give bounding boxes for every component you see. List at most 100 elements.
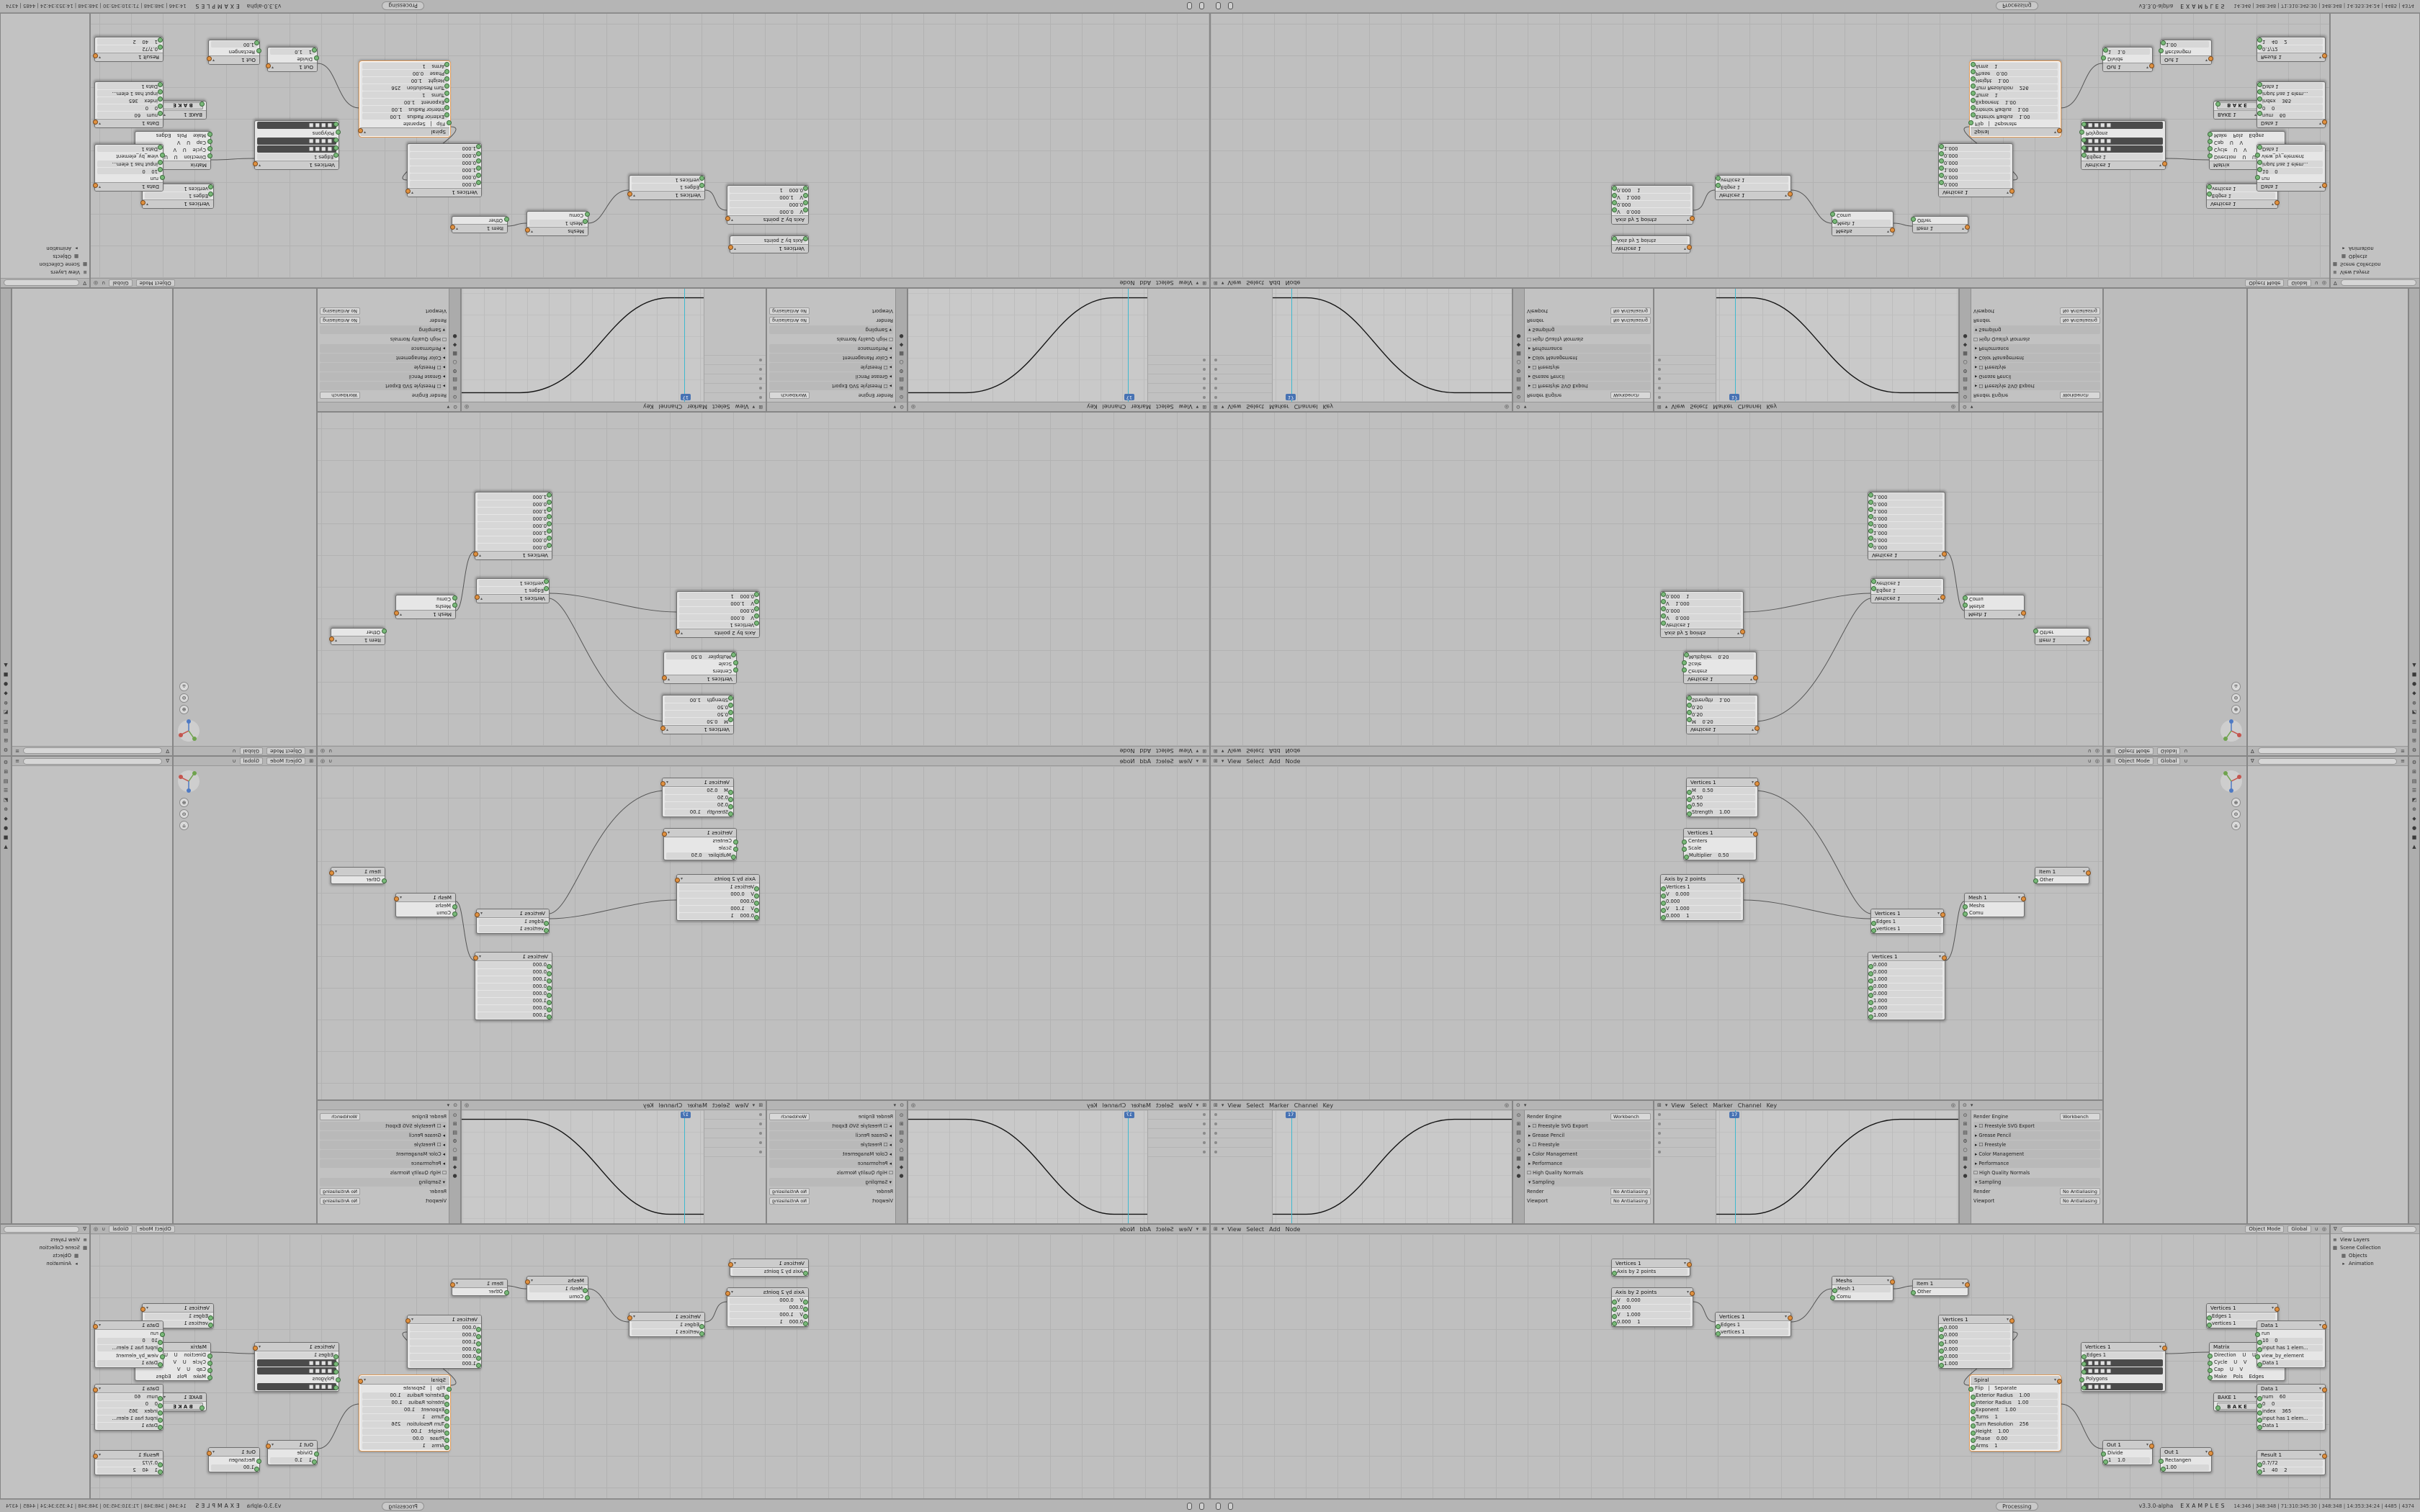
outliner-row[interactable]: ▦ Scene Collection <box>2332 261 2418 269</box>
node-row[interactable]: 0.000 <box>1868 991 1942 998</box>
channel-row[interactable] <box>1148 364 1209 374</box>
channel-row[interactable] <box>1148 1129 1209 1138</box>
editor-type-icon[interactable]: ⊞ <box>1214 757 1218 764</box>
properties-tab-icon[interactable]: ▤ <box>1516 1130 1521 1135</box>
property-value[interactable]: No Antialiasing <box>2059 307 2100 315</box>
chevron-down-icon[interactable]: ▾ <box>1196 1102 1199 1108</box>
menu-icon[interactable]: ≡ <box>15 748 19 755</box>
orientation-select[interactable]: Global <box>2156 747 2181 755</box>
node[interactable]: Result 1 0.7/721 40 2 <box>2257 1450 2327 1475</box>
property-value[interactable]: Workbench <box>320 1113 360 1120</box>
node-row[interactable]: 0.000 <box>1939 1346 2010 1354</box>
property-value[interactable]: Workbench <box>2060 1113 2100 1120</box>
node-row[interactable]: B A K E <box>2215 1403 2257 1410</box>
outliner-row[interactable]: ≣ View Layers <box>2332 1236 2418 1243</box>
node-row[interactable]: Direction U U <box>2208 1351 2285 1359</box>
property-value[interactable]: No Antialiasing <box>1610 1197 1651 1205</box>
property-row[interactable]: Freestyle <box>1527 1140 1651 1149</box>
channel-row[interactable] <box>1654 374 1716 383</box>
property-row[interactable]: Render Engine Workbench <box>1973 391 2100 400</box>
node-row[interactable]: 0.000 <box>1612 1305 1690 1312</box>
node[interactable]: BAKE 1 B A K E <box>2213 1392 2262 1411</box>
node[interactable]: Vertices 1 Edges 1■ ■ ■ ■■ ■ ■ ■Polygons… <box>2079 1342 2167 1392</box>
property-row[interactable]: Viewport No Antialiasing <box>1527 1197 1651 1205</box>
node-row[interactable]: 0.000 <box>1868 969 1942 976</box>
viewport-button[interactable]: ⊖ <box>2231 693 2241 703</box>
property-row[interactable]: Viewport No Antialiasing <box>769 307 893 315</box>
node-title[interactable]: Vertices 1 <box>1939 1315 2012 1324</box>
property-row[interactable]: Color Management <box>1973 354 2100 362</box>
node-row[interactable]: vertices 1 <box>1716 1329 1788 1336</box>
properties-tab-icon[interactable]: ⊞ <box>1516 1121 1521 1127</box>
snap-magnet-icon[interactable]: ∪ <box>328 757 333 764</box>
property-row[interactable]: Render No Antialiasing <box>320 316 447 325</box>
property-row[interactable]: High Quality Normals <box>1973 335 2100 343</box>
menu-item[interactable]: View <box>1227 279 1242 287</box>
orientation-select[interactable]: Global <box>2287 279 2311 287</box>
snap-magnet-icon[interactable]: ∪ <box>2184 757 2188 764</box>
menu-item[interactable]: Node <box>1119 1225 1135 1233</box>
node-row[interactable]: Meshs <box>1963 902 2024 909</box>
outliner-top-canvas[interactable] <box>12 766 172 1223</box>
properties-tab-icon[interactable]: ● <box>1516 333 1521 339</box>
menu-item[interactable]: Select <box>1155 747 1174 755</box>
mode-select[interactable]: Object Mode <box>2114 757 2154 765</box>
overlays-icon[interactable]: ◎ <box>321 757 326 764</box>
channel-row[interactable] <box>704 1120 766 1129</box>
orientation-select[interactable]: Global <box>2156 757 2181 765</box>
properties-tab-icon[interactable]: ● <box>1516 1173 1521 1179</box>
property-row[interactable]: High Quality Normals <box>320 1169 447 1177</box>
property-row[interactable]: Freestyle SVG Export <box>1973 382 2100 390</box>
pin-icon[interactable]: ⊙ <box>453 404 457 410</box>
property-row[interactable]: Color Management <box>1527 1150 1651 1158</box>
menu-icon[interactable]: ≡ <box>15 757 19 764</box>
node-row[interactable]: 0.000 <box>1939 1332 2010 1339</box>
editor-type-icon[interactable]: ⊞ <box>309 748 313 755</box>
properties-tab-icon[interactable]: ▲ <box>4 662 8 668</box>
properties-tab-icon[interactable]: ▦ <box>1963 351 1968 356</box>
node[interactable]: Axis by 2 points Vertices 1V 0.0000.000V… <box>1660 874 1745 921</box>
channel-row[interactable] <box>1211 1148 1272 1157</box>
node-row[interactable]: Phase 0.00 <box>1971 1436 2058 1443</box>
node-row[interactable]: 1.00 <box>2161 1464 2209 1472</box>
menu-item[interactable]: Add <box>1139 279 1151 287</box>
node-row[interactable]: view_by_element <box>2255 1352 2325 1359</box>
properties-tab-icon[interactable]: ⊙ <box>899 394 904 400</box>
properties-tab-icon[interactable]: ☰ <box>2411 719 2417 724</box>
property-row[interactable]: Render Engine Workbench <box>769 1112 893 1121</box>
outliner-row[interactable]: ▦ Scene Collection <box>2332 1243 2418 1251</box>
menu-item[interactable]: Node <box>1119 747 1135 755</box>
playhead[interactable] <box>684 1110 685 1223</box>
channel-row[interactable] <box>1211 383 1272 392</box>
property-row[interactable]: Freestyle SVG Export <box>1527 1122 1651 1130</box>
node-row[interactable]: 0.000 <box>1868 962 1942 969</box>
overlays-icon[interactable]: ◎ <box>321 748 326 755</box>
menu-item[interactable]: View <box>1227 403 1242 410</box>
playhead[interactable] <box>1128 1110 1129 1223</box>
menu-item[interactable]: Add <box>1139 757 1151 765</box>
node-title[interactable]: Vertices 1 <box>1716 1313 1791 1321</box>
property-row[interactable]: Freestyle SVG Export <box>1973 1122 2100 1130</box>
editor-type-icon[interactable]: ⊞ <box>1202 280 1206 287</box>
job-progress-pill[interactable]: Processing <box>1996 1 2038 11</box>
filter-icon[interactable]: ∇ <box>2334 1225 2337 1232</box>
chevron-down-icon[interactable]: ▾ <box>1196 404 1199 410</box>
node[interactable]: Item 1 Other <box>1911 1279 1970 1296</box>
property-value[interactable]: No Antialiasing <box>320 1197 361 1205</box>
viewport-canvas[interactable]: ⊕⊖⌂ <box>174 766 316 1223</box>
node-row[interactable]: Flip | Separate <box>1968 1385 2060 1392</box>
node-title[interactable]: Vertices 1 <box>1868 953 1945 961</box>
properties-tab-icon[interactable]: ● <box>3 681 9 687</box>
menu-item[interactable]: Key <box>642 1102 654 1109</box>
editor-type-icon[interactable]: ⊞ <box>1214 1225 1218 1232</box>
properties-tab-icon[interactable]: ⊞ <box>1963 385 1968 391</box>
properties-tab-icon[interactable]: ● <box>3 825 9 831</box>
node-title[interactable]: Vertices 1 <box>1871 909 1943 918</box>
node-row[interactable]: 1.000 <box>1868 998 1942 1005</box>
property-row[interactable]: Viewport No Antialiasing <box>1527 307 1651 315</box>
node-row[interactable]: ■ ■ ■ ■ <box>2081 1367 2163 1374</box>
chevron-down-icon[interactable]: ▾ <box>1970 1102 1973 1108</box>
